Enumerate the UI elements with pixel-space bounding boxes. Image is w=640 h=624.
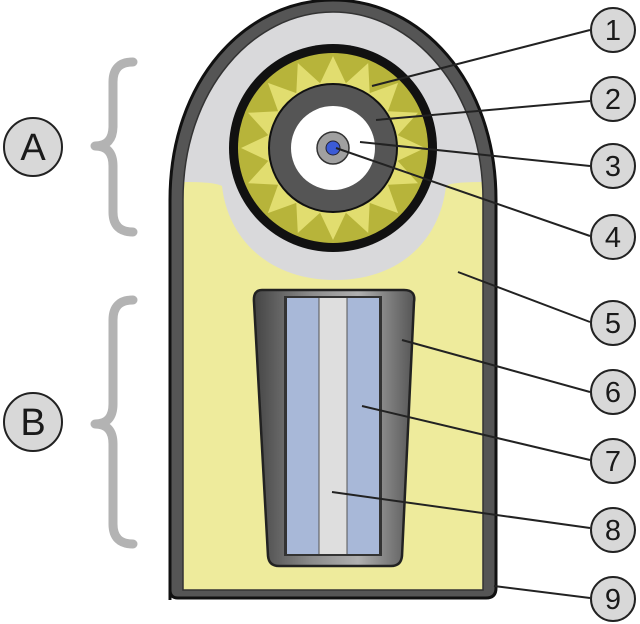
leader-8: [331, 491, 591, 529]
callout-label-6: 6: [605, 377, 621, 409]
leader-2: [375, 100, 591, 121]
callout-label-8: 8: [605, 515, 621, 547]
bracket-a: [90, 57, 138, 237]
leader-5: [457, 271, 591, 323]
callout-3: 3: [590, 143, 636, 189]
callout-7: 7: [590, 438, 636, 484]
callout-8: 8: [590, 507, 636, 553]
slot-assembly: [252, 288, 416, 568]
callout-9: 9: [590, 576, 636, 622]
callout-label-1: 1: [605, 15, 621, 47]
group-label-b: B: [20, 402, 45, 444]
group-marker-a: A: [3, 117, 63, 177]
body-inner-outline: [182, 11, 484, 591]
blue-bar-left: [287, 298, 319, 554]
center-blue-dot: [325, 140, 341, 156]
bracket-b: [90, 295, 138, 549]
leader-9: [493, 585, 591, 599]
group-marker-b: B: [3, 392, 63, 452]
blue-bar-right: [347, 298, 379, 554]
coil-assembly: [229, 44, 437, 252]
callout-4: 4: [590, 214, 636, 260]
callout-label-2: 2: [605, 84, 621, 116]
leader-3: [359, 141, 591, 167]
callout-label-3: 3: [605, 151, 621, 183]
callout-label-4: 4: [605, 222, 621, 254]
callout-label-5: 5: [605, 308, 621, 340]
leader-6: [401, 339, 591, 393]
callout-label-7: 7: [605, 446, 621, 478]
callout-2: 2: [590, 76, 636, 122]
callout-label-9: 9: [605, 584, 621, 616]
leader-7: [361, 405, 591, 461]
center-bar: [319, 298, 347, 554]
leader-1: [371, 29, 591, 87]
leader-4: [335, 147, 591, 237]
group-label-a: A: [20, 127, 46, 169]
callout-5: 5: [590, 300, 636, 346]
callout-6: 6: [590, 369, 636, 415]
callout-1: 1: [590, 7, 636, 53]
leader-lines: [331, 29, 591, 599]
